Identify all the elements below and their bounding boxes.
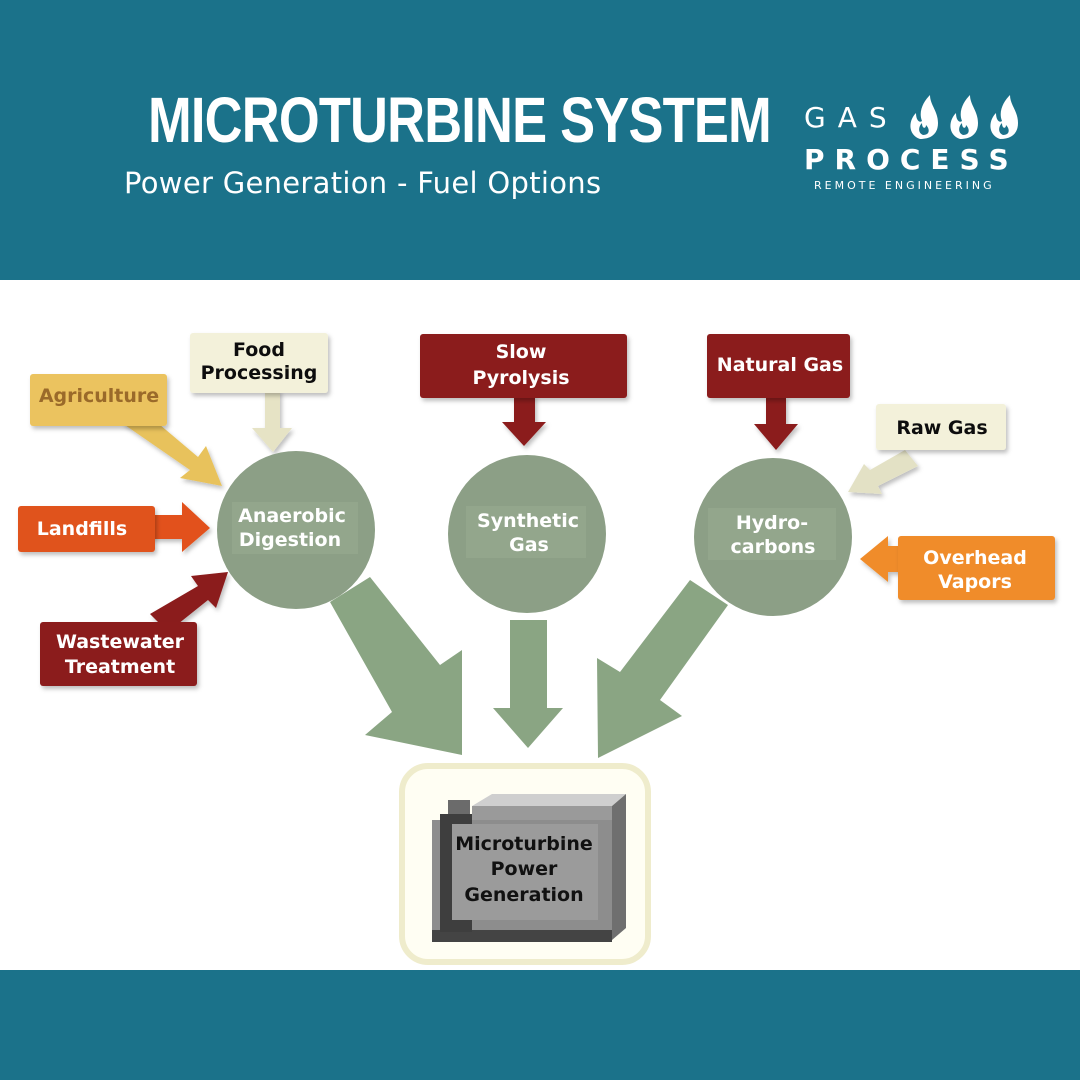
page-subtitle: Power Generation - Fuel Options (124, 166, 602, 200)
fuel-options-diagram: Anaerobic Digestion Synthetic Gas Hydro-… (0, 280, 1080, 970)
hub-hydrocarbons: Hydro- carbons (694, 458, 852, 616)
source-natural-gas-label: Natural Gas (717, 354, 843, 376)
source-landfills-label: Landfills (37, 518, 127, 540)
header-banner: MICROTURBINE SYSTEM Power Generation - F… (0, 0, 1080, 280)
arrow-slow-pyrolysis (502, 395, 546, 446)
logo-line-remote: REMOTE ENGINEERING (814, 179, 995, 192)
source-overhead-line1: Overhead (923, 547, 1027, 569)
source-raw-gas: Raw Gas (876, 404, 1006, 450)
source-wastewater-treatment: Wastewater Treatment (40, 622, 197, 686)
source-wastewater-line2: Treatment (65, 656, 175, 678)
hub-hydrocarbons-line2: carbons (731, 536, 816, 558)
hub-synthetic-gas: Synthetic Gas (448, 455, 606, 613)
footer-band (0, 970, 1080, 1080)
diagram-canvas: Anaerobic Digestion Synthetic Gas Hydro-… (18, 333, 1055, 965)
source-pyrolysis-line1: Slow (496, 341, 547, 363)
page-title: MICROTURBINE SYSTEM (148, 84, 772, 156)
source-slow-pyrolysis: Slow Pyrolysis (420, 334, 627, 398)
arrow-food-processing (252, 390, 292, 452)
source-overhead-line2: Vapors (938, 571, 1012, 593)
source-food-line1: Food (233, 339, 285, 361)
arrow-wastewater (150, 572, 228, 632)
source-pyrolysis-line2: Pyrolysis (472, 367, 569, 389)
arrow-hydrocarbons-to-output (597, 580, 728, 758)
microturbine-unit-icon (432, 794, 626, 942)
arrow-raw-gas (848, 450, 918, 494)
output-microturbine: Microturbine Power Generation (399, 763, 651, 965)
hub-hydrocarbons-line1: Hydro- (736, 512, 808, 534)
output-line1: Microturbine (455, 833, 593, 855)
logo-line-process: PROCESS (804, 143, 1019, 176)
hub-anaerobic-digestion: Anaerobic Digestion (217, 451, 375, 609)
source-agriculture: Agriculture (30, 374, 167, 426)
source-agriculture-label: Agriculture (39, 385, 159, 407)
hub-synthetic-line2: Gas (509, 534, 549, 556)
source-wastewater-line1: Wastewater (56, 631, 185, 653)
hub-synthetic-line1: Synthetic (477, 510, 579, 532)
source-food-line2: Processing (201, 362, 318, 384)
hub-anaerobic-line2: Digestion (239, 529, 341, 551)
logo-line-gas: GAS (804, 101, 899, 134)
source-natural-gas: Natural Gas (707, 334, 850, 398)
output-line2: Power (491, 858, 558, 880)
flame-icon (910, 95, 1018, 139)
source-overhead-vapors: Overhead Vapors (898, 536, 1055, 600)
arrow-landfills (150, 502, 210, 552)
gas-process-logo: GAS PROCESS REMOTE ENGINEERING (800, 95, 1040, 205)
arrow-anaerobic-to-output (330, 577, 462, 755)
hub-anaerobic-line1: Anaerobic (238, 505, 346, 527)
arrow-agriculture (122, 408, 222, 486)
source-raw-gas-label: Raw Gas (896, 417, 987, 439)
output-line3: Generation (464, 884, 583, 906)
arrow-synthetic-to-output (493, 620, 563, 748)
arrow-natural-gas (754, 396, 798, 450)
source-food-processing: Food Processing (190, 333, 328, 393)
source-landfills: Landfills (18, 506, 155, 552)
arrow-overhead-vapors (860, 536, 905, 582)
